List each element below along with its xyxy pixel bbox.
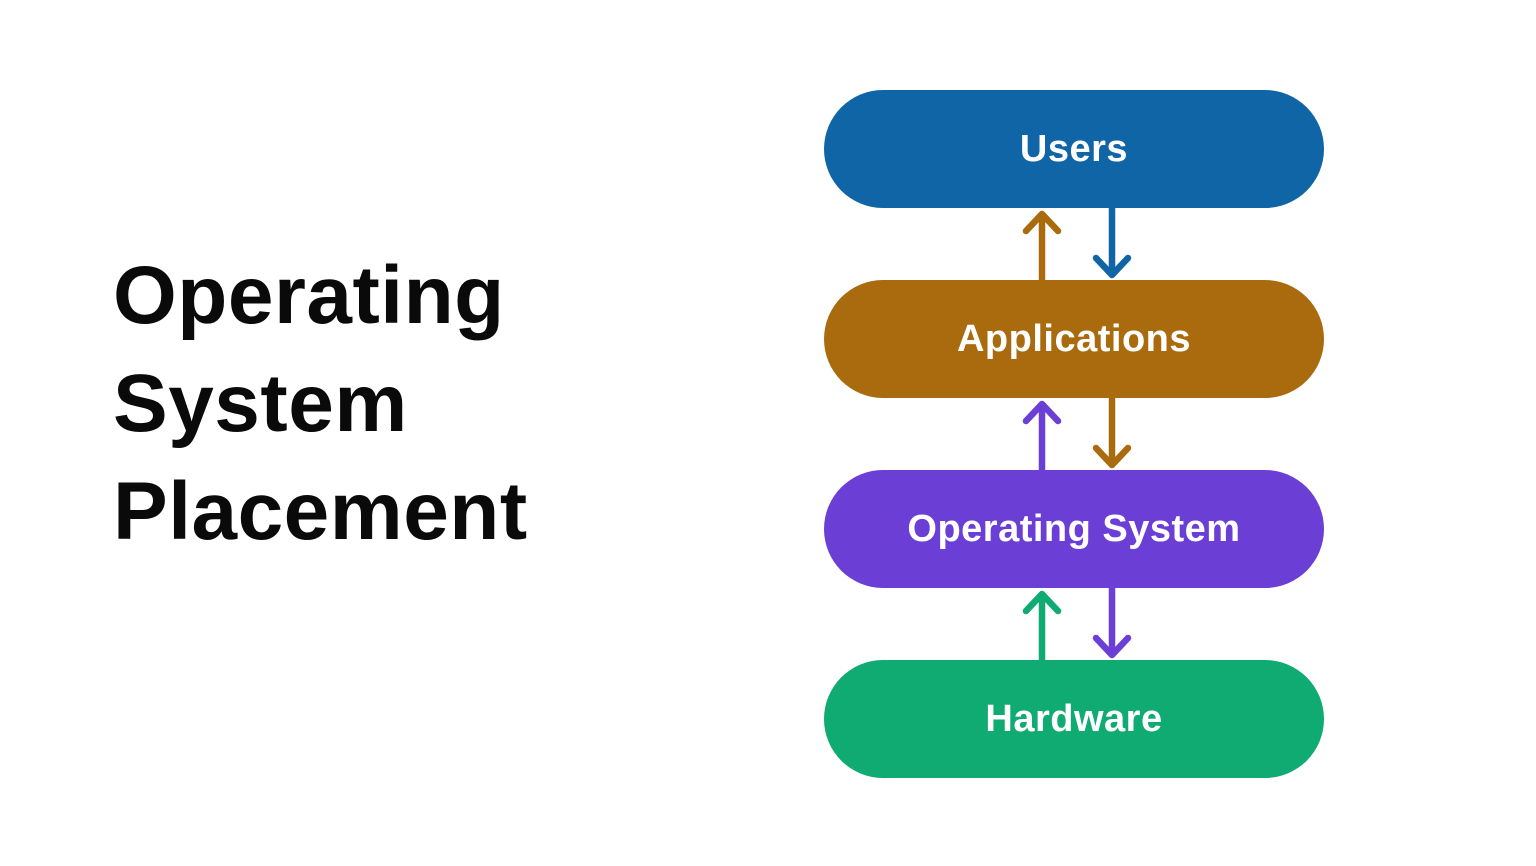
layer-applications: Applications [824, 280, 1324, 398]
page-title: Operating System Placement [113, 250, 528, 558]
layer-applications-label: Applications [956, 317, 1192, 360]
bidirectional-arrows [1022, 588, 1132, 660]
bidirectional-arrows [1022, 398, 1132, 470]
arrow-gap-users-applications [824, 208, 1324, 280]
up-arrow-icon [1022, 400, 1062, 470]
layer-users-label: Users [1019, 127, 1129, 170]
down-arrow-icon [1092, 398, 1132, 469]
up-arrow-icon [1022, 210, 1062, 280]
layer-operating-system-label: Operating System [907, 507, 1241, 550]
layer-hardware: Hardware [824, 660, 1324, 778]
layer-operating-system: Operating System [824, 470, 1324, 588]
bidirectional-arrows [1022, 208, 1132, 280]
arrow-gap-applications-os [824, 398, 1324, 470]
arrow-gap-os-hardware [824, 588, 1324, 660]
layer-users: Users [824, 90, 1324, 208]
os-placement-diagram: Users Applications [824, 90, 1324, 778]
up-arrow-icon [1022, 590, 1062, 660]
down-arrow-icon [1092, 588, 1132, 659]
layer-hardware-label: Hardware [985, 697, 1163, 740]
down-arrow-icon [1092, 208, 1132, 279]
